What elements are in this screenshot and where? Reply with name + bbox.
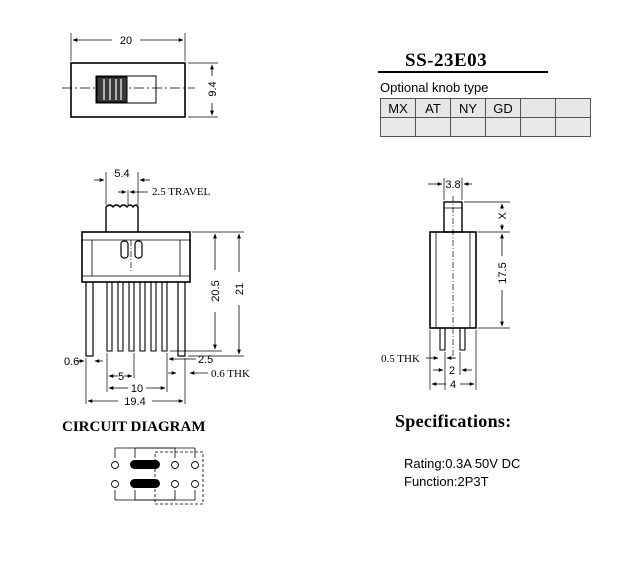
dim-leg-span: 19.4: [124, 396, 145, 408]
circuit-diagram: [111, 447, 204, 505]
dim-pin-thickness: 0.6 THK: [211, 368, 250, 380]
knob-type-cell: [555, 98, 591, 118]
knob-type-cell: [520, 98, 556, 118]
top-view-knob: [96, 76, 128, 103]
specifications-title: Specifications:: [395, 411, 512, 431]
title-underline: [378, 71, 548, 73]
circuit-diagram-title: CIRCUIT DIAGRAM: [62, 419, 206, 435]
front-view: [76, 172, 244, 404]
top-width-dim: 20: [120, 35, 132, 47]
top-view-body: [70, 62, 186, 118]
side-pin-right: [459, 328, 466, 351]
side-knob: [443, 201, 463, 233]
knob-type-blank-cell: [555, 117, 591, 137]
dim-body-height: 20.5: [210, 280, 222, 301]
side-pin-left: [439, 328, 446, 351]
dim-pin-span: 10: [131, 383, 143, 395]
front-pins: [106, 282, 168, 352]
spec-function: Function:2P3T: [404, 474, 489, 489]
knob-type-blank-cell: [415, 117, 451, 137]
front-body: [81, 231, 191, 283]
top-view-slot: [95, 75, 157, 104]
dim-knob-width: 5.4: [114, 168, 129, 180]
side-body: [429, 231, 477, 329]
front-leg-right: [177, 282, 186, 357]
dim-side-pin-gap: 2: [449, 365, 455, 377]
spec-rating: Rating:0.3A 50V DC: [404, 456, 521, 471]
dim-side-width: 4: [450, 379, 456, 391]
side-view: [426, 178, 510, 390]
knob-type-cell: GD: [485, 98, 521, 118]
circuit-slider-bottom: [130, 479, 160, 488]
top-view-knob-ribs: [103, 79, 122, 100]
knob-type-blank-cell: [520, 117, 556, 137]
dim-side-knob-width: 3.8: [445, 179, 460, 191]
front-knob: [105, 204, 139, 232]
knob-type-table: MX AT NY GD: [380, 98, 591, 137]
dim-total-height: 21: [234, 283, 246, 295]
circuit-dashed-frame: [154, 451, 204, 505]
top-view: [62, 33, 218, 118]
circuit-slider-top: [130, 460, 160, 469]
top-height-dim: 9.4: [207, 81, 219, 96]
dim-side-knob-height: X: [497, 212, 509, 220]
front-leg-left: [85, 282, 94, 357]
optional-knob-label: Optional knob type: [380, 80, 489, 95]
dim-pin-length: 2.5: [198, 354, 213, 366]
part-number-title: SS-23E03: [405, 50, 488, 71]
front-window-left: [120, 240, 129, 259]
knob-type-cell: NY: [450, 98, 486, 118]
knob-type-blank-cell: [485, 117, 521, 137]
dim-side-pin-thickness: 0.5 THK: [381, 353, 420, 365]
knob-type-blank-cell: [380, 117, 416, 137]
knob-type-cell: AT: [415, 98, 451, 118]
dim-travel: 2.5 TRAVEL: [152, 186, 211, 198]
dim-leg-offset: 0.6: [64, 356, 79, 368]
dim-side-body-height: 17.5: [497, 262, 509, 283]
dim-pin-pitch: 5: [118, 371, 124, 383]
knob-type-cell: MX: [380, 98, 416, 118]
front-window-right: [134, 240, 143, 259]
knob-type-blank-cell: [450, 117, 486, 137]
